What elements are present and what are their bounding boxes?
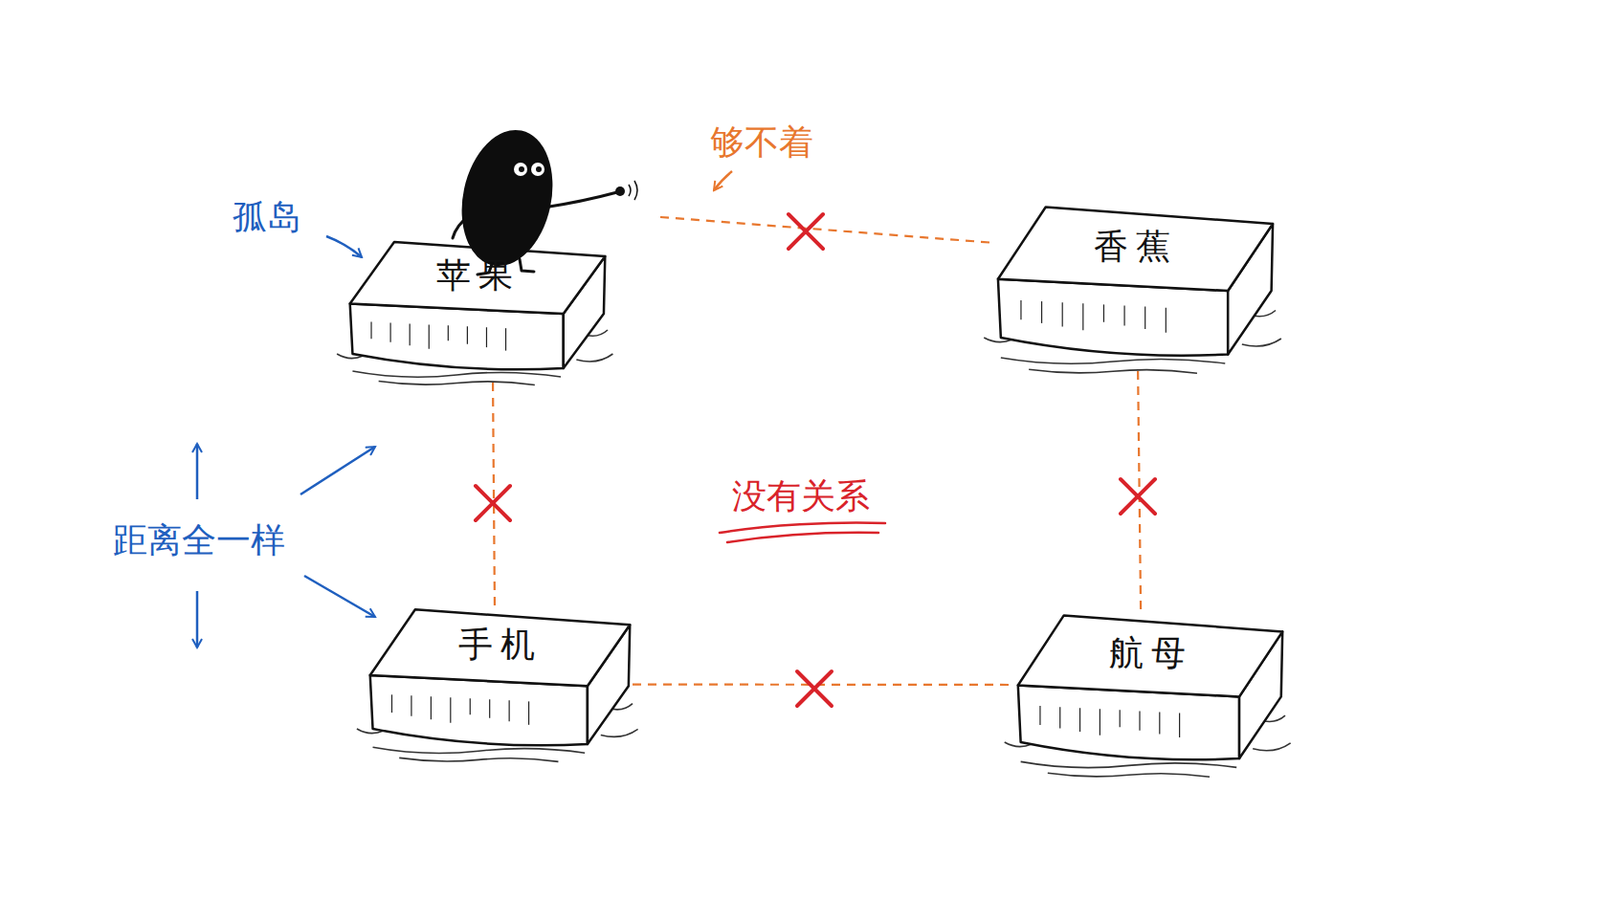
island-hatch <box>1059 707 1061 729</box>
island-front <box>350 304 564 371</box>
island-hatch <box>430 696 432 720</box>
island-hatch <box>1079 708 1081 733</box>
island-hatch <box>1082 303 1084 331</box>
water-ripple <box>1021 761 1238 768</box>
island-hatch <box>486 327 488 348</box>
island-shape <box>983 207 1282 375</box>
island-top <box>998 207 1273 292</box>
island-hatch <box>466 326 468 344</box>
island-hatch <box>488 699 490 718</box>
island-hatch <box>1138 711 1140 731</box>
water-ripple <box>1000 357 1225 364</box>
dashed-connector <box>492 382 495 607</box>
water-ripple <box>1047 773 1210 778</box>
island-front <box>370 675 588 746</box>
water-ripple <box>576 354 613 362</box>
node-text: 香蕉 <box>1093 227 1178 267</box>
water-ripple <box>373 747 586 754</box>
island-hatch <box>509 700 511 722</box>
cross-mark <box>475 486 511 521</box>
cross-mark <box>788 214 823 249</box>
island-hatch <box>528 701 530 725</box>
island-hatch <box>391 694 393 713</box>
island-hatch <box>389 322 391 342</box>
island-hatch <box>1119 710 1121 728</box>
island-hatch <box>1062 302 1064 327</box>
annotation-label: 距离全一样 <box>112 521 286 560</box>
wavy-underline <box>727 533 879 543</box>
character-body <box>449 121 565 275</box>
leader-arrow <box>326 236 362 258</box>
island-hatch <box>1178 713 1180 738</box>
character-arm <box>543 192 618 208</box>
island-label: 手机 <box>458 626 543 666</box>
island-outline <box>347 127 661 383</box>
annotation-label: 够不着 <box>710 123 814 162</box>
island-hatch <box>1020 300 1022 320</box>
annotation-label: 没有关系 <box>732 477 870 516</box>
island-top <box>1018 615 1283 697</box>
node-text: 手机 <box>458 626 543 666</box>
island-shape <box>336 242 613 386</box>
water-ripple <box>600 729 639 737</box>
dashed-connector <box>632 683 1016 687</box>
island-hatch <box>469 698 471 715</box>
water-ripple <box>1252 743 1290 752</box>
dashed-connector <box>660 217 996 244</box>
island-hatch <box>1041 301 1043 324</box>
island-front <box>998 279 1228 356</box>
island-hatch <box>370 322 372 340</box>
character-hand <box>615 186 625 197</box>
island-shape <box>356 609 639 762</box>
character-pupil <box>535 166 542 173</box>
island-label: 航母 <box>1109 634 1194 673</box>
island-hatch <box>1123 305 1125 326</box>
island-hatch <box>1158 712 1160 735</box>
water-ripple <box>352 371 561 378</box>
island-hatch <box>1103 304 1105 322</box>
node-text: 航母 <box>1109 634 1194 673</box>
water-ripple <box>399 757 558 762</box>
leader-arrow <box>196 591 200 648</box>
leader-arrow <box>713 171 733 191</box>
node-text: 苹果 <box>436 256 521 295</box>
island-hatch <box>1039 706 1041 726</box>
leader-arrow <box>304 576 376 618</box>
character-eye <box>513 162 528 177</box>
character-eye <box>531 162 545 177</box>
island-hatch <box>1165 308 1167 334</box>
character-pupil <box>518 166 525 173</box>
leader-arrow <box>300 446 376 495</box>
cross-mark <box>1120 479 1156 514</box>
island-node: 手机 <box>367 606 633 760</box>
water-ripple <box>378 381 535 386</box>
motion-mark <box>628 180 638 200</box>
island-hatch <box>1099 709 1101 735</box>
island-label: 苹果 <box>436 256 521 295</box>
character <box>449 121 638 275</box>
island-hatch <box>1144 307 1146 330</box>
island-hatch <box>428 324 430 349</box>
island-node: 航母 <box>1015 612 1286 776</box>
island-hatch <box>447 325 449 341</box>
island-hatch <box>410 695 412 716</box>
island-hatch <box>449 697 451 723</box>
island-hatch <box>409 323 411 346</box>
leader-arrow <box>196 444 200 500</box>
cross-mark <box>797 671 832 707</box>
annotation-label: 孤岛 <box>232 198 302 237</box>
island-front <box>1018 686 1240 761</box>
wavy-underline <box>719 522 886 534</box>
water-ripple <box>1028 369 1198 374</box>
island-node: 香蕉 <box>995 203 1276 372</box>
island-label: 香蕉 <box>1093 227 1178 267</box>
island-hatch <box>505 328 507 351</box>
island-shape <box>1004 615 1291 778</box>
dashed-connector <box>1137 371 1141 613</box>
island-top <box>370 609 630 687</box>
island-node: 苹果 <box>347 127 661 383</box>
water-ripple <box>1242 338 1282 347</box>
